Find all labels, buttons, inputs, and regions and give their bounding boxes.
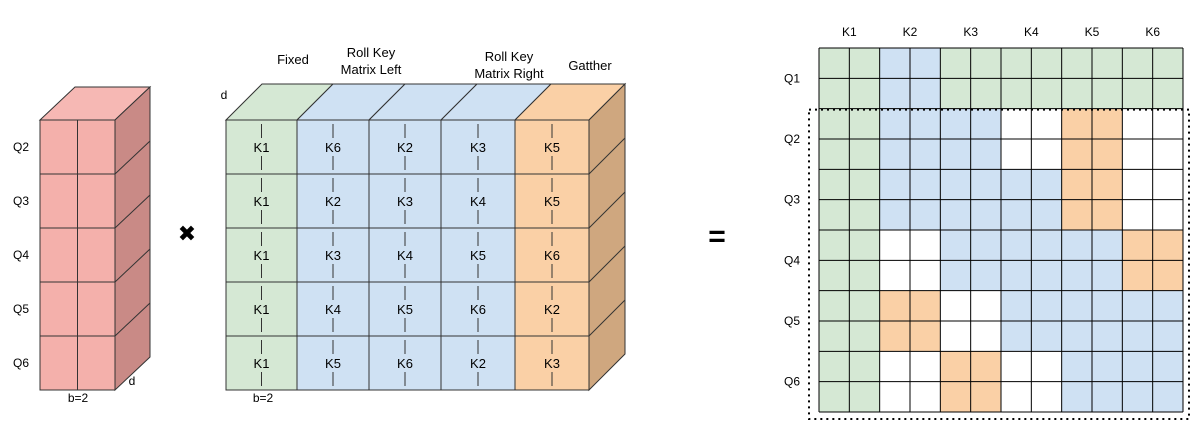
query-side-divider — [114, 194, 151, 229]
result-row-label: Q5 — [784, 314, 800, 328]
header-roll-right-line2: Matrix Right — [474, 66, 544, 81]
key-cell-label: K5 — [544, 140, 560, 155]
result-selection-outline — [808, 108, 1190, 421]
key-cell-label: K3 — [470, 140, 486, 155]
header-roll-left-line1: Roll Key — [347, 45, 396, 60]
result-row-label: Q1 — [784, 71, 800, 85]
key-cell-label: K6 — [325, 140, 341, 155]
result-row-label: Q4 — [784, 253, 800, 267]
key-cell-label: K2 — [470, 356, 486, 371]
multiply-operator: ✖ — [178, 221, 196, 246]
key-cell-label: K5 — [325, 356, 341, 371]
key-side-divider — [588, 191, 626, 229]
result-col-label: K2 — [903, 25, 918, 39]
key-cell-label: K3 — [544, 356, 560, 371]
key-side-divider — [588, 245, 626, 283]
query-row-label: Q5 — [13, 302, 29, 316]
key-cell-label: K3 — [397, 194, 413, 209]
key-cell-label: K4 — [325, 302, 341, 317]
key-cell-label: K6 — [544, 248, 560, 263]
key-depth-label: d — [221, 88, 228, 102]
query-row-label: Q6 — [13, 356, 29, 370]
key-side-divider — [588, 299, 626, 337]
key-cell-label: K4 — [470, 194, 486, 209]
query-block-side — [114, 85, 151, 392]
key-cell-label: K1 — [254, 302, 270, 317]
key-cell-label: K2 — [397, 140, 413, 155]
result-row-label: Q3 — [784, 193, 800, 207]
key-cell-label: K2 — [325, 194, 341, 209]
header-roll-left-line2: Matrix Left — [341, 62, 402, 77]
result-row-label: Q6 — [784, 375, 800, 389]
key-cell-label: K3 — [325, 248, 341, 263]
key-cell-label: K5 — [470, 248, 486, 263]
result-col-label: K5 — [1085, 25, 1100, 39]
key-cell-label: K1 — [254, 140, 270, 155]
query-row-label: Q4 — [13, 248, 29, 262]
key-side-divider — [588, 137, 626, 175]
query-side-divider — [114, 302, 151, 337]
result-row-label: Q2 — [784, 132, 800, 146]
key-block-side — [588, 82, 626, 392]
key-cell-label: K5 — [544, 194, 560, 209]
key-cell-label: K6 — [470, 302, 486, 317]
result-col-label: K3 — [963, 25, 978, 39]
key-cell-label: K5 — [397, 302, 413, 317]
key-cell-label: K2 — [544, 302, 560, 317]
query-batch-label: b=2 — [68, 391, 89, 405]
key-cell-label: K6 — [397, 356, 413, 371]
query-row-label: Q3 — [13, 194, 29, 208]
key-cell-label: K1 — [254, 194, 270, 209]
header-gather: Gatther — [568, 58, 612, 73]
query-depth-label: d — [129, 374, 136, 388]
header-roll-right-line1: Roll Key — [485, 49, 534, 64]
key-cell-label: K4 — [397, 248, 413, 263]
result-col-label: K1 — [842, 25, 857, 39]
header-fixed: Fixed — [277, 52, 309, 67]
key-cell-label: K1 — [254, 356, 270, 371]
key-block: K1K1K1K1K1K6K2K3K4K5K2K3K4K5K6K3K4K5K6K2… — [221, 45, 627, 405]
key-batch-label: b=2 — [253, 391, 274, 405]
query-row-label: Q2 — [13, 140, 29, 154]
result-col-label: K4 — [1024, 25, 1039, 39]
query-side-divider — [114, 140, 151, 175]
query-side-divider — [114, 248, 151, 283]
result-col-label: K6 — [1145, 25, 1160, 39]
key-cell-label: K1 — [254, 248, 270, 263]
equals-operator: = — [708, 220, 726, 253]
